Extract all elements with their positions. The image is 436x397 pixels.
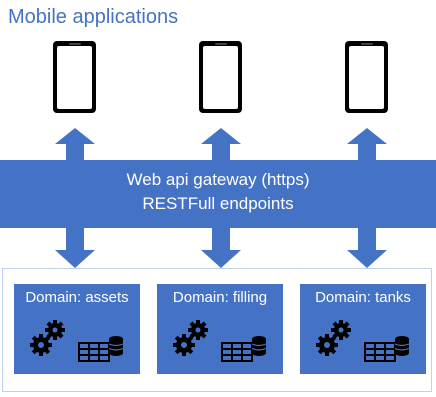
database-table-icon xyxy=(221,336,267,362)
mobile-phone-icon xyxy=(199,41,242,113)
gears-icon xyxy=(173,320,208,356)
domain-label: Domain: tanks xyxy=(315,289,411,306)
domain-filling-box: Domain: filling xyxy=(157,284,283,374)
gears-icon xyxy=(316,320,351,356)
up-arrow xyxy=(201,128,241,162)
diagram-title: Mobile applications xyxy=(8,6,179,28)
domain-label: Domain: assets xyxy=(25,289,129,306)
gateway-line-1: Web api gateway (https) xyxy=(126,170,310,189)
gears-icon xyxy=(30,320,65,356)
domain-tanks-box: Domain: tanks xyxy=(300,284,426,374)
gateway-line-2: RESTFull endpoints xyxy=(142,194,294,213)
up-arrow xyxy=(55,128,95,162)
down-arrow xyxy=(201,226,241,268)
database-table-icon xyxy=(78,336,124,362)
web-api-gateway: Web api gateway (https) RESTFull endpoin… xyxy=(0,160,436,228)
mobile-phone-icon xyxy=(53,41,96,113)
down-arrow xyxy=(55,226,95,268)
domain-assets-box: Domain: assets xyxy=(14,284,140,374)
database-table-icon xyxy=(364,336,410,362)
domains-container xyxy=(2,268,432,392)
domain-label: Domain: filling xyxy=(172,289,268,306)
up-arrow xyxy=(347,128,387,162)
down-arrow xyxy=(347,226,387,268)
mobile-phone-icon xyxy=(345,41,388,113)
